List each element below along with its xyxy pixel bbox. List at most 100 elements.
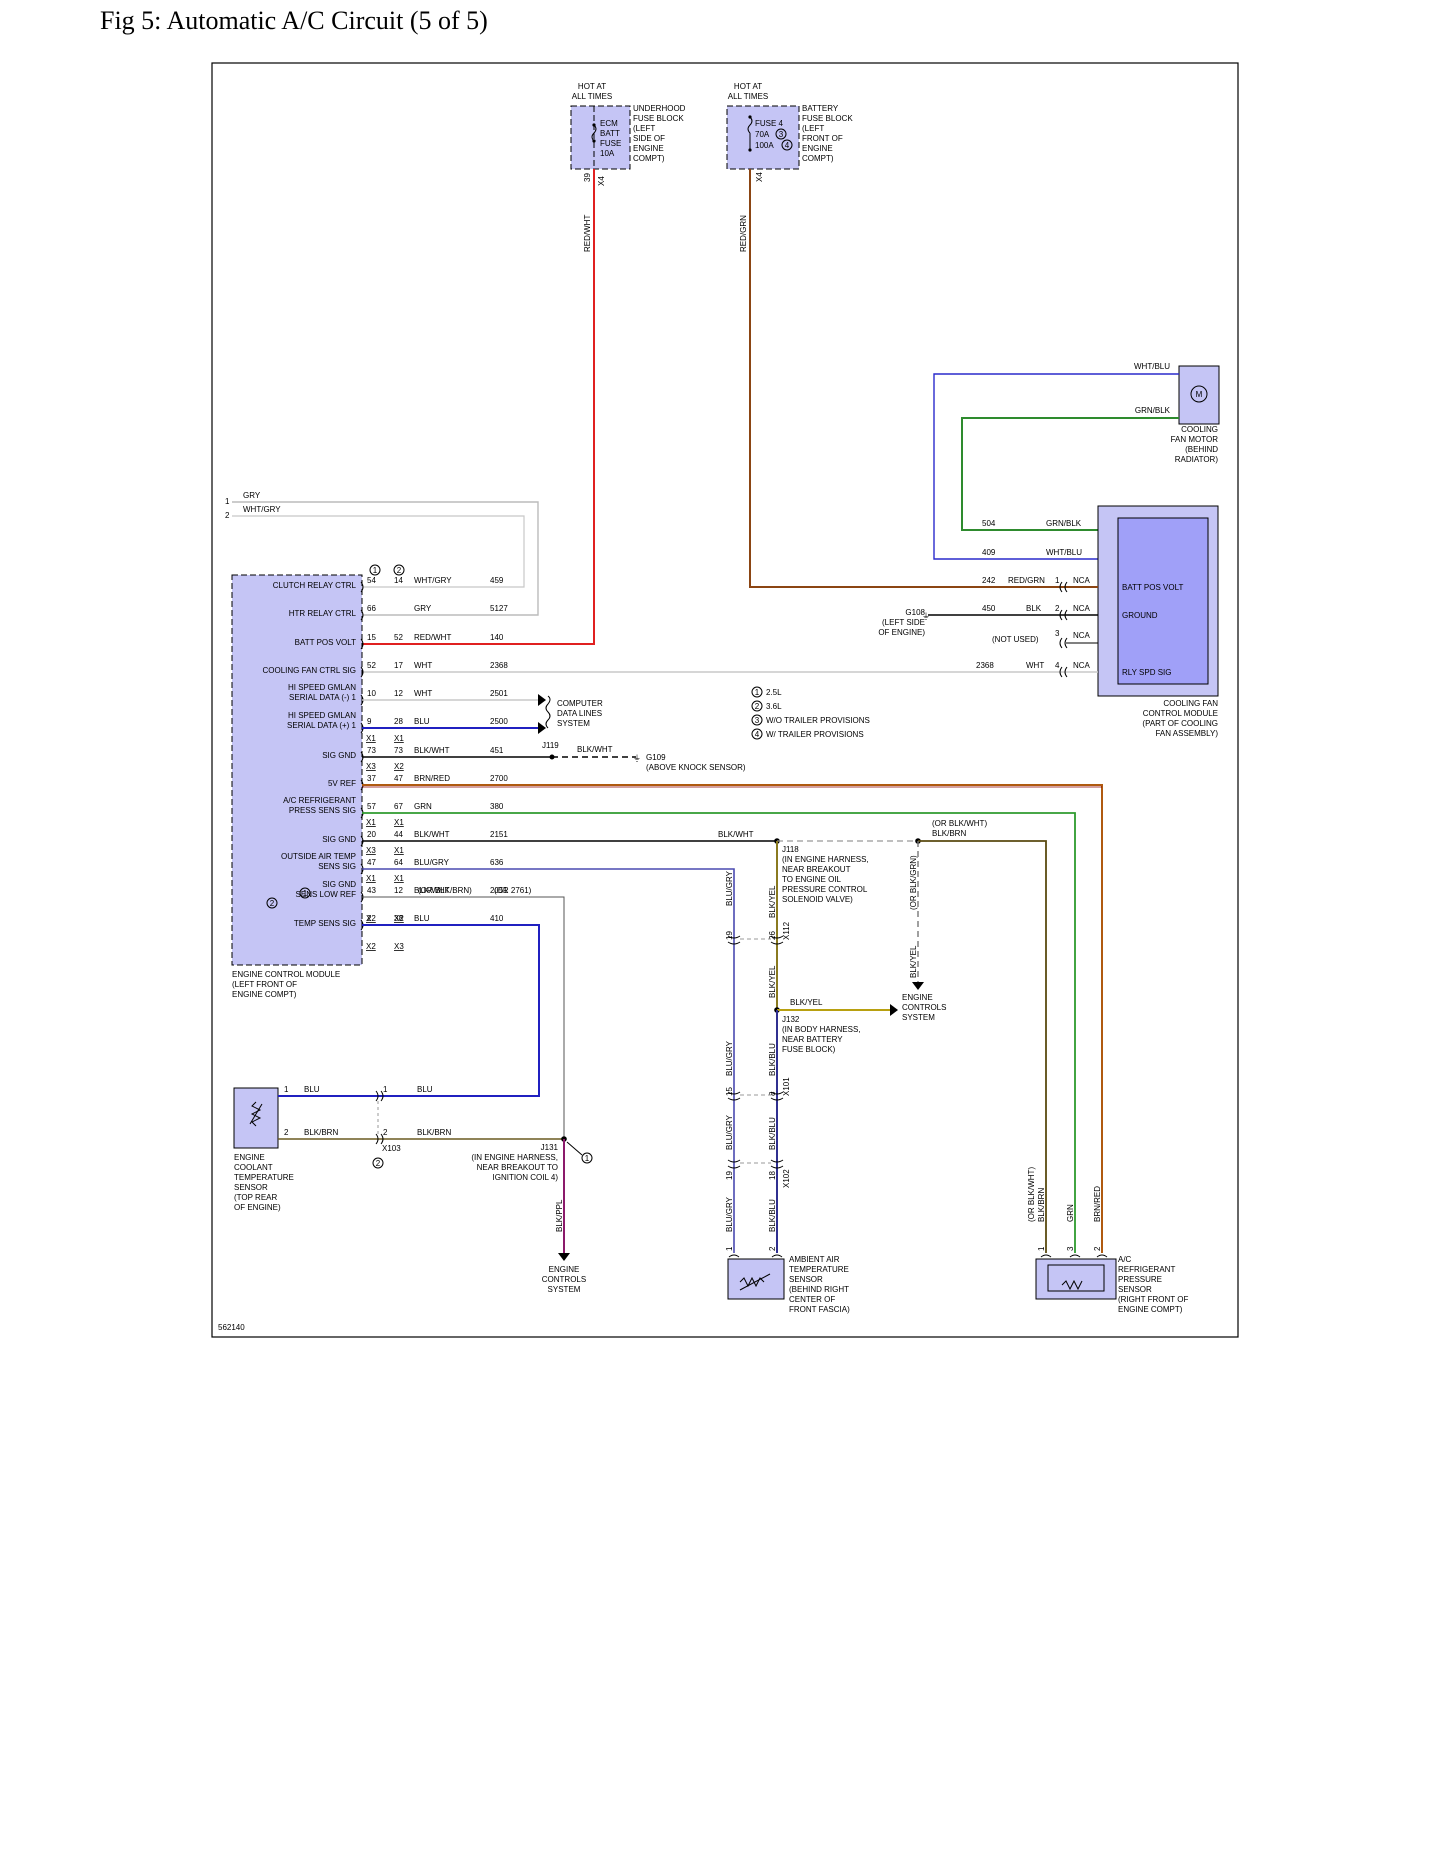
wire-grn-blk-504 [961,417,1179,531]
legend-number: 4 [755,730,760,739]
label-blk-yel-ecs: BLK/YEL [790,998,823,1007]
diagram-id: 562140 [218,1323,245,1332]
label-blk-yel-2: BLK/YEL [768,965,777,998]
ect-label-blu: BLU [304,1085,320,1094]
ecm-circuit: 451 [490,746,504,755]
j131-note: 1 [585,1154,590,1163]
legend-item: 3.6L [766,702,782,711]
ecm-pin-num-2: 17 [394,661,403,670]
module-pin-num-2: 2 [1055,604,1060,613]
ecm-circuit: 2368 [490,661,508,670]
label-blk-brn-ac: BLK/BRN [932,829,966,838]
ect-pin-2b: 2 [383,1128,388,1137]
label-blk-blu-2: BLK/BLU [768,1117,777,1150]
ecm-pin-terminal [360,609,364,621]
x112-connector: X112 [782,921,791,940]
wire-label-blk-wht-g109: BLK/WHT [577,745,613,754]
legend-marker [751,728,763,740]
circuit-409: 409 [982,548,996,557]
ecm-wire-color: RED/WHT [414,633,451,642]
pin-19a: 19 [725,931,734,940]
wire-label-wht-module: WHT [1026,661,1044,670]
diagram-frame [211,62,1239,1338]
ecm-pin-num-2: 64 [394,858,403,867]
x102-connector-b: X102 [782,1169,791,1188]
module-pin-num-1: 1 [1055,576,1060,585]
ecm-pin-num: 37 [367,774,376,783]
fuse-note-4: 4 [785,141,790,150]
ecm-pin-num-2: 12 [394,689,403,698]
ecm-wire-color: BLK/WHT [414,746,450,755]
wire-blu-410 [362,924,540,1097]
ecm-pin-name: BATT POS VOLT [295,638,356,647]
ac-label-grn: GRN [1066,1204,1075,1222]
ecm-connector-id: X2 [394,762,404,771]
ecm-connector-id: X1 [366,818,376,827]
label-blu-gry-3: BLU/GRY [725,1114,734,1150]
label-or-blk-brn: (OR BLK/BRN) [418,886,472,895]
wire-label-wht-blu-motor: WHT/BLU [1134,362,1170,371]
ecm-note-2: 2 [270,899,275,908]
ecm-pin-name: TEMP SENS SIG [294,919,356,928]
ac-pin-2: 2 [1093,1246,1102,1251]
ecm-circuit: 2051 [490,886,508,895]
loop-pin-1: 1 [225,497,230,506]
ecm-connector-id: X3 [394,942,404,951]
ecm-circuit: 2151 [490,830,508,839]
ecm-pin-num-2: 52 [394,633,403,642]
pin-15: 15 [725,1087,734,1096]
ecm-wire-color: BLK/WHT [414,886,450,895]
cooling-fan-control-module: BATT POS VOLT GROUND RLY SPD SIG COOLING… [1097,505,1219,738]
label-blk-blu-1: BLK/BLU [768,1043,777,1076]
circuit-450: 450 [982,604,996,613]
ecm-note-circle [266,897,278,909]
ecm-circuit: 5127 [490,604,508,613]
ecm-wire-color: BLU [414,914,430,923]
ect-label-blu-b: BLU [417,1085,433,1094]
ecm-pin-name: 5V REF [328,779,356,788]
fuse4-70a: 70A [755,130,770,139]
ecm-connector-id: X1 [394,734,404,743]
ecm-pin-num: 15 [367,633,376,642]
ecm-pin-num: 47 [367,858,376,867]
ecm-pin-name: CLUTCH RELAY CTRL [273,581,357,590]
ecm-connector-id: X1 [366,734,376,743]
ecm-pin-num: 54 [367,576,376,585]
module-nca-1: NCA [1073,576,1091,585]
ect-label-blk-brn-b: BLK/BRN [417,1128,451,1137]
wire-label-blk: BLK [1026,604,1042,613]
wire-blk-wht-2051 [362,896,565,1142]
label-blu-gry-2: BLU/GRY [725,1040,734,1076]
label-blk-yel-j118: BLK/YEL [909,945,918,978]
ecm-col-note-1: 1 [373,566,378,575]
ecm-connector-id: X2 [394,914,404,923]
legend-marker [751,700,763,712]
label-blu-gry-1: BLU/GRY [725,870,734,906]
ecm-pin-name: HTR RELAY CTRL [289,609,357,618]
module-nca-3: NCA [1073,631,1091,640]
wire-label-red-grn: RED/GRN [1008,576,1045,585]
module-not-used: (NOT USED) [992,635,1039,644]
wire-grn-380 [362,812,1076,1253]
label-blk-blu-3: BLK/BLU [768,1199,777,1232]
ecm-pin-num-2: 47 [394,774,403,783]
module-nca-2: NCA [1073,604,1091,613]
ecm-pin-num: 9 [367,717,372,726]
ecm-connector-id: X2 [366,942,376,951]
wire-label-blk-wht-2151: BLK/WHT [718,830,754,839]
